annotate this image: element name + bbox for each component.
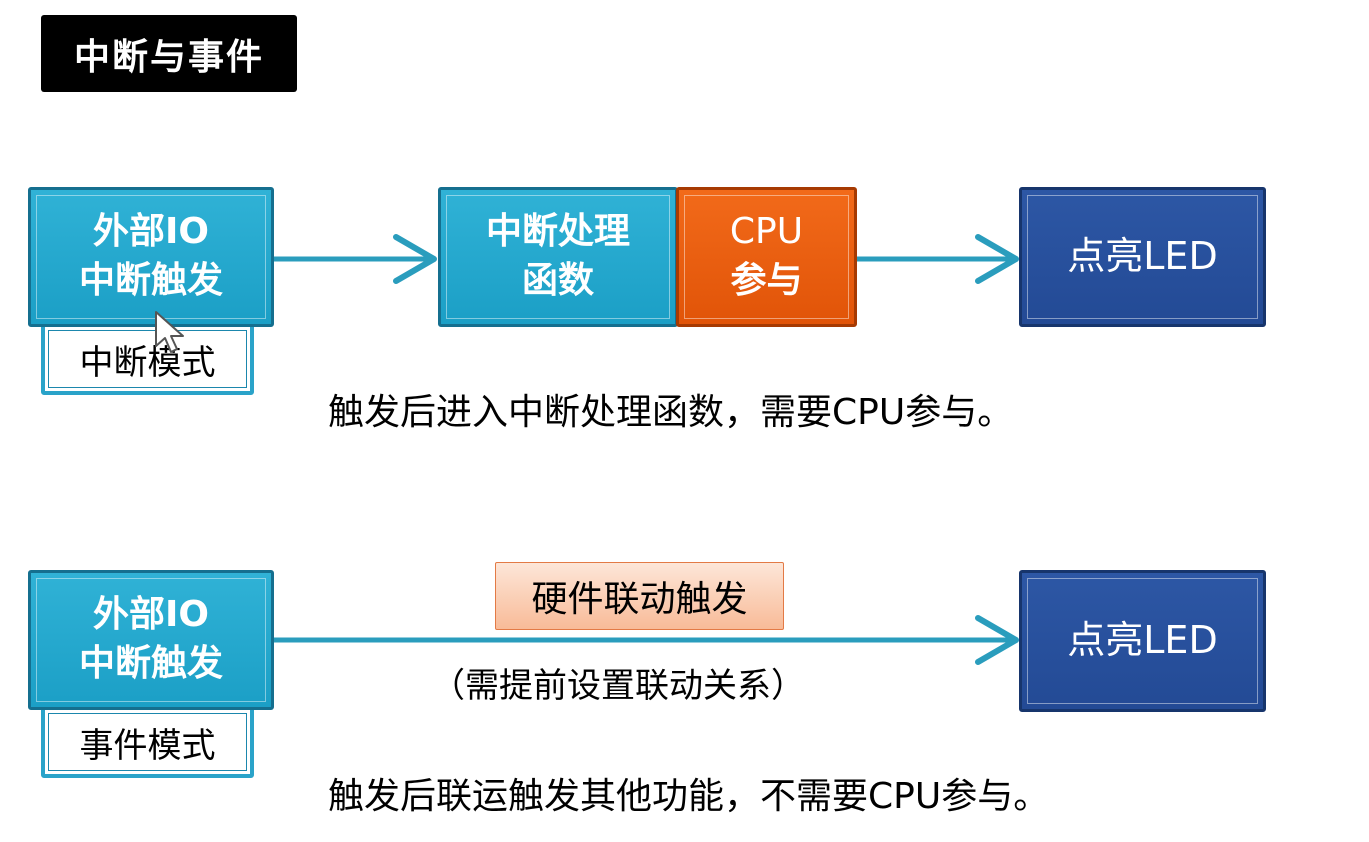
arrow-right-icon	[975, 234, 1019, 284]
event-target-led-box: 点亮LED	[1019, 570, 1266, 712]
interrupt-handler-box: 中断处理 函数	[438, 187, 678, 327]
handler-line1: 中断处理	[485, 211, 630, 253]
event-mode-label: 事件模式	[41, 706, 254, 778]
arrow-right-icon	[393, 234, 437, 284]
event-caption: 触发后联运触发其他功能，不需要CPU参与。	[328, 776, 1050, 817]
page-title: 中断与事件	[41, 15, 297, 92]
interrupt-source-box: 外部IO 中断触发	[28, 187, 274, 327]
interrupt-caption: 触发后进入中断处理函数，需要CPU参与。	[328, 392, 1014, 433]
interrupt-mode-label: 中断模式	[41, 323, 254, 395]
cpu-line2: 参与	[730, 260, 803, 301]
event-target-label: 点亮LED	[1067, 618, 1218, 663]
cpu-involved-box: CPU 参与	[676, 187, 857, 327]
interrupt-source-line2: 中断触发	[78, 260, 223, 301]
handler-line2: 函数	[521, 260, 594, 301]
link-setup-note: （需提前设置联动关系）	[431, 666, 805, 706]
mouse-cursor-icon	[155, 311, 184, 353]
event-source-box: 外部IO 中断触发	[28, 570, 274, 710]
event-source-line1: 外部IO	[92, 594, 209, 636]
cpu-line1: CPU	[729, 211, 804, 253]
arrow-right-icon	[975, 615, 1019, 665]
interrupt-source-line1: 外部IO	[92, 211, 209, 253]
hardware-link-label: 硬件联动触发	[495, 562, 784, 630]
interrupt-target-label: 点亮LED	[1067, 234, 1218, 279]
event-source-line2: 中断触发	[78, 643, 223, 684]
interrupt-target-led-box: 点亮LED	[1019, 187, 1266, 327]
